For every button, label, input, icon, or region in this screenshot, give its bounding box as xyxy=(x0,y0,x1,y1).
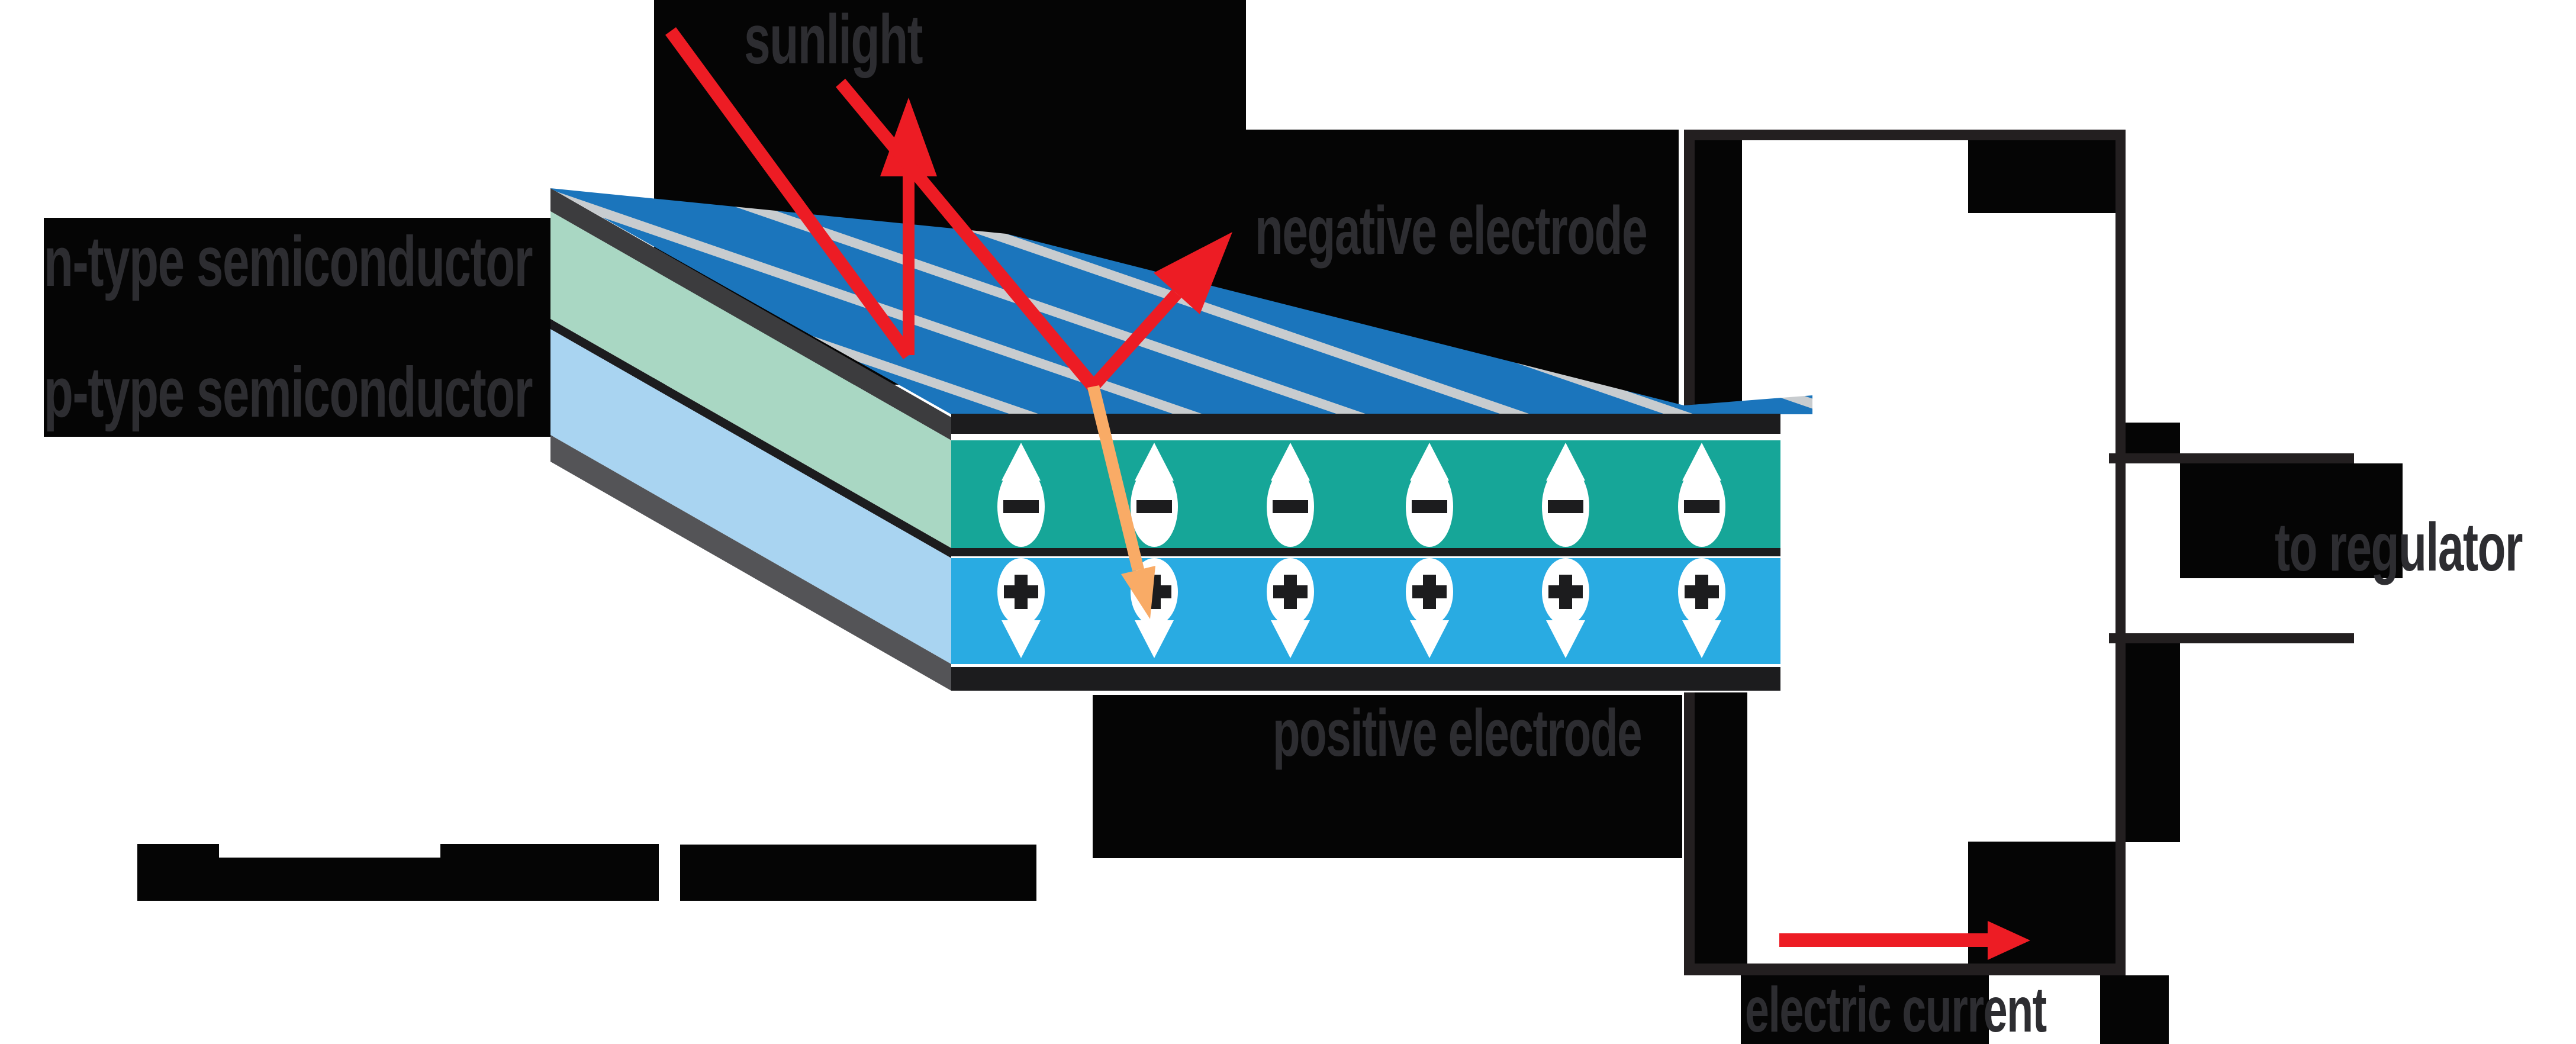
black-box-right-column xyxy=(2115,643,2180,842)
p-type-layer xyxy=(951,558,1780,664)
black-box-window-top xyxy=(1968,140,2115,213)
hole-icon xyxy=(997,558,1045,658)
hole-icon xyxy=(1678,558,1725,658)
absorbed-ray-icon xyxy=(1087,385,1155,619)
panel-bottom-edge xyxy=(550,435,951,691)
electron-icon xyxy=(1267,443,1314,547)
sunlight-label: sunlight xyxy=(744,1,923,79)
panel-top-face xyxy=(550,188,1812,414)
electron-icon xyxy=(1406,443,1453,547)
positive-electrode-label: positive electrode xyxy=(1273,696,1642,770)
redacted-bar xyxy=(680,845,1036,901)
wire-left-lower xyxy=(1684,692,1695,975)
black-box-wire-column-bottom xyxy=(1695,692,1747,965)
electric-current-label: electric current xyxy=(1745,974,2047,1044)
p-type-side-face xyxy=(550,329,951,664)
hole-icon xyxy=(1267,558,1314,658)
incoming-ray-icon xyxy=(665,27,914,359)
negative-electrode-label: negative electrode xyxy=(1255,193,1648,269)
wire-regulator-top xyxy=(2109,453,2354,463)
redacted-bar xyxy=(219,858,440,901)
pn-junction-bar xyxy=(951,548,1780,556)
positive-electrode-bar xyxy=(951,667,1780,691)
black-box-bottom-right xyxy=(2100,975,2169,1044)
black-box-current-label xyxy=(1741,975,1989,1044)
electron-icon xyxy=(1542,443,1589,547)
black-box-wire-column-top xyxy=(1695,140,1742,414)
n-type-layer xyxy=(951,440,1780,548)
solar-panel xyxy=(550,188,1812,691)
black-box-regulator xyxy=(2180,463,2403,578)
hole-icon xyxy=(1542,558,1589,658)
redacted-bar xyxy=(137,844,219,901)
black-box-positive-label xyxy=(1093,695,1682,858)
black-background-blocks xyxy=(44,0,2403,1044)
wire-top xyxy=(1684,130,2126,140)
electron-icon xyxy=(1131,443,1178,547)
electron-icon xyxy=(997,443,1045,547)
wire-regulator-bottom xyxy=(2109,633,2354,643)
panel-glass-edge xyxy=(550,188,951,440)
redacted-bar xyxy=(440,844,659,901)
to-regulator-label: to regulator xyxy=(2275,510,2523,585)
hole-icon xyxy=(1406,558,1453,658)
reflected-ray-icon xyxy=(1089,232,1232,391)
negative-electrode-bar xyxy=(951,414,1780,434)
black-box-type-labels xyxy=(44,218,553,437)
incoming-ray-icon xyxy=(836,79,1099,391)
n-type-side-face xyxy=(550,211,951,548)
wire-left-upper xyxy=(1684,130,1695,417)
electron-icon xyxy=(1678,443,1725,547)
sunlight-rays xyxy=(665,27,1232,619)
redacted-caption-bars xyxy=(137,844,1036,901)
electric-current-arrow-icon xyxy=(1779,921,2030,960)
n-type-semiconductor-label: n-type semiconductor xyxy=(44,222,533,301)
junction-side-edge xyxy=(550,319,951,558)
electron-row xyxy=(997,443,1725,547)
wire-right xyxy=(2115,130,2126,975)
wire-bottom xyxy=(1684,964,2126,975)
circuit-wires xyxy=(1684,130,2354,975)
p-type-semiconductor-label: p-type semiconductor xyxy=(44,353,533,432)
